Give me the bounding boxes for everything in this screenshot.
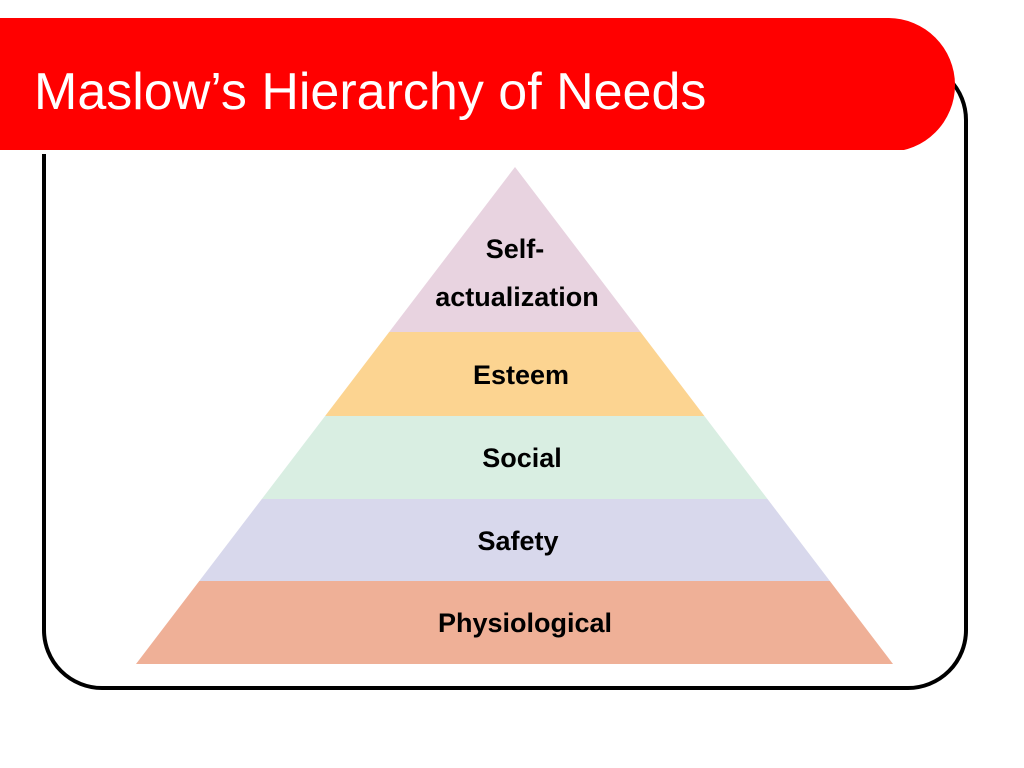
tier-label-safety: Safety [477, 526, 558, 556]
tier-label-social: Social [482, 443, 562, 473]
tier-label-esteem: Esteem [473, 360, 569, 390]
tier-safety [199, 499, 830, 581]
tier-self-actualization [389, 167, 641, 332]
tier-label-self-actualization-line-2: actualization [435, 282, 599, 312]
tier-social [261, 416, 768, 499]
title-underline [0, 150, 904, 154]
page-title: Maslow’s Hierarchy of Needs [34, 63, 707, 121]
title-bar: Maslow’s Hierarchy of Needs [0, 18, 955, 154]
tier-label-self-actualization-line-1: Self- [486, 234, 545, 264]
tier-esteem [325, 332, 705, 416]
tier-physiological [136, 581, 893, 664]
tier-label-physiological: Physiological [438, 608, 612, 638]
